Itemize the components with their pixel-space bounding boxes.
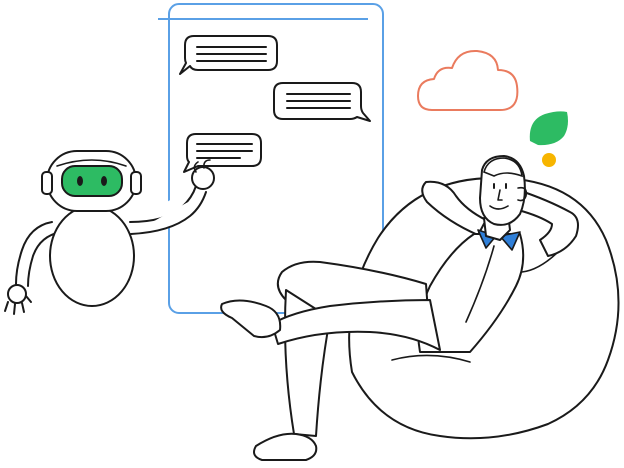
yellow-dot-icon xyxy=(542,153,556,167)
speech-bubble-icon xyxy=(179,35,278,75)
person-shoe-upper xyxy=(220,299,282,339)
robot-eye xyxy=(77,176,83,186)
robot-right-hand xyxy=(191,159,215,190)
robot-ear xyxy=(130,171,142,195)
robot-body xyxy=(49,205,135,307)
leaf-icon xyxy=(529,111,568,146)
cloud-icon xyxy=(417,49,519,111)
chat-panel xyxy=(158,3,384,314)
person-right-arm xyxy=(517,189,579,257)
speech-bubble-icon xyxy=(183,133,262,173)
person-shoe-lower xyxy=(253,432,318,461)
robot-left-hand xyxy=(4,284,32,315)
shirt-collar-right xyxy=(499,231,521,251)
robot-icon xyxy=(4,150,215,315)
robot-ear xyxy=(41,171,53,195)
person-left-arm xyxy=(421,180,487,236)
robot-visor xyxy=(61,165,123,197)
speech-bubble-icon xyxy=(273,82,371,122)
robot-eye xyxy=(101,176,107,186)
person-torso xyxy=(417,233,525,353)
person-in-beanbag xyxy=(220,155,579,461)
